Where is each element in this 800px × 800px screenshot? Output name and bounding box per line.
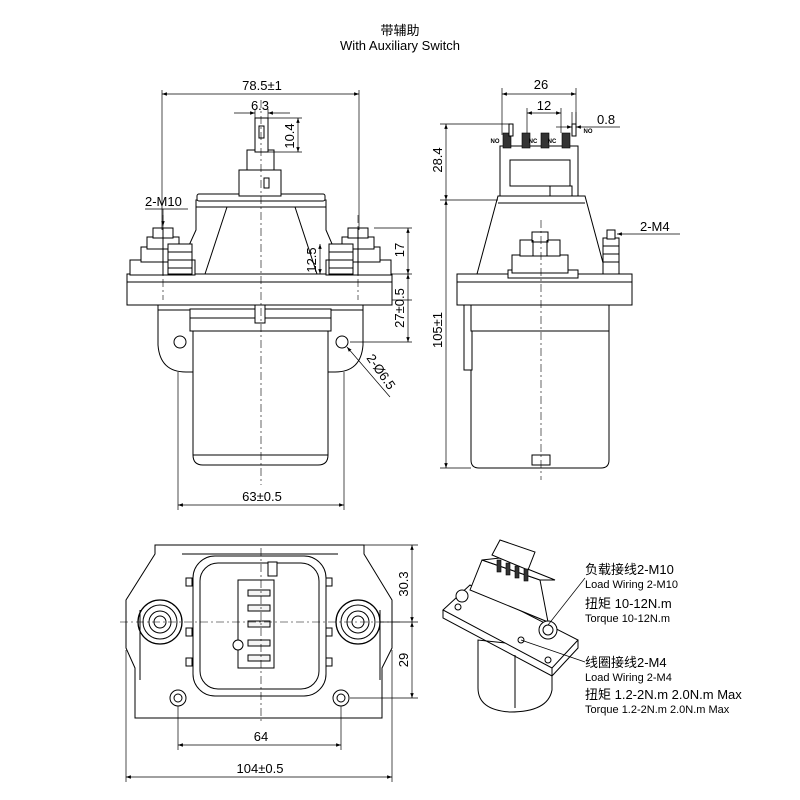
dim-total-height: 105±1 (430, 312, 445, 348)
contact-label-3: NC (548, 139, 557, 145)
dim-body-width: 63±0.5 (242, 489, 282, 504)
dim-aux-tab: 0.8 (597, 112, 615, 127)
side-coil-terminal (602, 229, 620, 275)
note-load-en: Load Wiring 2-M10 (585, 579, 678, 591)
top-view: 30.3 29 64 104±0.5 (120, 544, 418, 782)
dim-aux-pitch: 12 (537, 98, 551, 113)
base-plate (126, 273, 393, 306)
note-load-torque-cn: 扭矩 10-12N.m (585, 596, 672, 611)
label-coil-thread: 2-M4 (640, 219, 670, 234)
contact-label-2: NC (529, 139, 538, 145)
note-coil-torque-en: Torque 1.2-2N.m 2.0N.m Max (585, 704, 730, 716)
dim-terminal-height: 12.5 (304, 247, 319, 272)
side-view: NO NC NC NO 26 12 0.8 28.4 105±1 2-M4 (430, 77, 680, 480)
dim-top-29: 29 (396, 653, 411, 667)
dim-width-top: 78.5±1 (242, 78, 282, 93)
side-base-plate (456, 273, 633, 306)
label-terminal-thread: 2-M10 (145, 194, 182, 209)
contact-label-1: NO (491, 139, 500, 145)
note-load-torque-en: Torque 10-12N.m (585, 613, 670, 625)
note-load-cn: 负载接线2-M10 (585, 562, 674, 577)
front-view: 78.5±1 6.3 10.4 2-M10 12.5 17 27±0.5 2-Ø… (126, 78, 412, 510)
contact-label-4: NO (584, 129, 593, 135)
dim-aux-height: 28.4 (430, 147, 445, 172)
dim-top-64: 64 (254, 729, 268, 744)
aux-switch-housing (238, 169, 282, 197)
title-english: With Auxiliary Switch (340, 38, 460, 53)
notes: 负载接线2-M10 Load Wiring 2-M10 扭矩 10-12N.m … (585, 562, 742, 716)
right-mount-hole (335, 335, 349, 349)
right-main-terminal (325, 227, 392, 276)
dim-cap-height: 17 (392, 243, 407, 257)
dim-tab-width: 6.3 (251, 98, 269, 113)
note-coil-en: Load Wiring 2-M4 (585, 672, 672, 684)
side-main-terminal (511, 231, 569, 274)
left-main-terminal (129, 227, 196, 276)
dim-top-30: 30.3 (396, 571, 411, 596)
isometric-view (442, 539, 586, 713)
note-coil-cn: 线圈接线2-M4 (585, 655, 667, 670)
left-mount-ear (157, 307, 194, 373)
dim-top-104: 104±0.5 (237, 761, 284, 776)
dim-aux-width: 26 (534, 77, 548, 92)
dim-mount-height: 27±0.5 (392, 288, 407, 328)
right-mount-ear (327, 307, 364, 373)
aux-tab (254, 117, 269, 153)
dim-tab-height: 10.4 (282, 123, 297, 148)
title-chinese: 带辅助 (380, 23, 420, 38)
note-coil-torque-cn: 扭矩 1.2-2N.m 2.0N.m Max (585, 687, 742, 702)
left-mount-hole (173, 335, 187, 349)
